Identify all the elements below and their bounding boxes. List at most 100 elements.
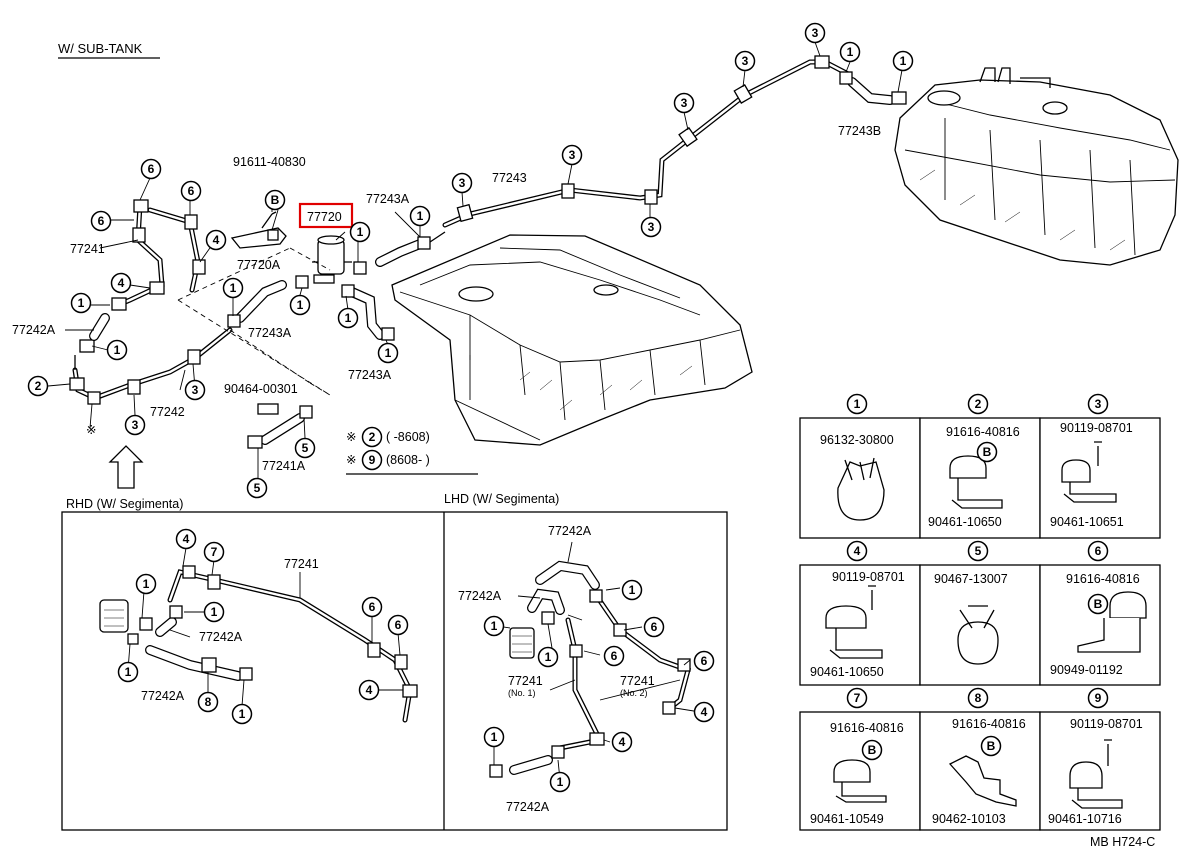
lhd-label-77242A-mid: 77242A bbox=[458, 589, 502, 603]
svg-text:4: 4 bbox=[118, 276, 125, 290]
note-2-asterisk: ※ bbox=[346, 430, 356, 444]
label-77242A: 77242A bbox=[12, 323, 56, 337]
svg-text:7: 7 bbox=[854, 691, 861, 705]
label-77243: 77243 bbox=[492, 171, 527, 185]
legend-indices: 1 2 3 4 5 6 7 8 9 B B B B bbox=[846, 393, 1109, 761]
svg-text:4: 4 bbox=[854, 544, 861, 558]
svg-text:6: 6 bbox=[188, 184, 195, 198]
callouts-rhd: 4 7 1 1 1 8 1 6 6 4 bbox=[117, 528, 409, 725]
svg-text:1: 1 bbox=[125, 665, 132, 679]
note-9-range: (8608- ) bbox=[386, 453, 430, 467]
svg-text:B: B bbox=[983, 445, 992, 459]
label-91611-40830: 91611-40830 bbox=[233, 155, 306, 169]
segimenta-panel bbox=[61, 511, 728, 831]
svg-text:1: 1 bbox=[900, 54, 907, 68]
svg-text:2: 2 bbox=[35, 379, 42, 393]
svg-text:1: 1 bbox=[78, 296, 85, 310]
svg-text:7: 7 bbox=[211, 545, 218, 559]
legend-part-numbers: 96132-30800 91616-40816 90461-10650 9011… bbox=[810, 421, 1143, 826]
svg-text:90119-08701: 90119-08701 bbox=[1070, 717, 1143, 731]
svg-text:1: 1 bbox=[545, 650, 552, 664]
svg-text:90119-08701: 90119-08701 bbox=[1060, 421, 1133, 435]
lhd-title: LHD (W/ Segimenta) bbox=[444, 492, 559, 506]
label-77720A: 77720A bbox=[237, 258, 281, 272]
lhd-label-no2: (No. 2) bbox=[620, 688, 648, 698]
svg-text:B: B bbox=[987, 739, 996, 753]
lhd-label-77241-no2: 77241 bbox=[620, 674, 655, 688]
svg-text:5: 5 bbox=[254, 481, 261, 495]
label-77241: 77241 bbox=[70, 242, 105, 256]
svg-text:3: 3 bbox=[192, 383, 199, 397]
svg-text:4: 4 bbox=[619, 735, 626, 749]
svg-text:2: 2 bbox=[369, 430, 376, 444]
label-77720: 77720 bbox=[307, 210, 342, 224]
svg-text:1: 1 bbox=[211, 605, 218, 619]
rhd-label-77241: 77241 bbox=[284, 557, 319, 571]
svg-text:3: 3 bbox=[459, 176, 466, 190]
label-77241A: 77241A bbox=[262, 459, 306, 473]
asterisk-mark: ※ bbox=[86, 423, 96, 437]
svg-text:4: 4 bbox=[366, 683, 373, 697]
svg-text:91616-40816: 91616-40816 bbox=[946, 425, 1020, 439]
svg-text:6: 6 bbox=[651, 620, 658, 634]
svg-text:90119-08701: 90119-08701 bbox=[832, 570, 905, 584]
direction-arrow bbox=[108, 445, 144, 489]
lhd-assembly bbox=[489, 541, 701, 781]
svg-text:2: 2 bbox=[975, 397, 982, 411]
lhd-label-no1: (No. 1) bbox=[508, 688, 536, 698]
rhd-assembly bbox=[99, 547, 418, 723]
svg-text:1: 1 bbox=[491, 619, 498, 633]
svg-text:3: 3 bbox=[681, 96, 688, 110]
svg-text:1: 1 bbox=[230, 281, 237, 295]
svg-text:96132-30800: 96132-30800 bbox=[820, 433, 894, 447]
label-90464-00301: 90464-00301 bbox=[224, 382, 298, 396]
svg-text:1: 1 bbox=[297, 298, 304, 312]
callouts-main: 6 6 6 4 4 1 1 2 3 3 B 1 1 1 1 1 1 3 3 3 … bbox=[27, 22, 914, 499]
lhd-label-77242A-bottom: 77242A bbox=[506, 800, 550, 814]
lhd-label-77242A-top: 77242A bbox=[548, 524, 592, 538]
pipe-77243 bbox=[442, 55, 853, 228]
svg-text:9: 9 bbox=[1095, 691, 1102, 705]
svg-text:3: 3 bbox=[569, 148, 576, 162]
svg-text:1: 1 bbox=[854, 397, 861, 411]
lhd-label-77241-no1: 77241 bbox=[508, 674, 543, 688]
svg-text:4: 4 bbox=[701, 705, 708, 719]
svg-text:B: B bbox=[1094, 597, 1103, 611]
svg-text:91616-40816: 91616-40816 bbox=[952, 717, 1026, 731]
note-9-asterisk: ※ bbox=[346, 453, 356, 467]
svg-text:3: 3 bbox=[812, 26, 819, 40]
svg-text:91616-40816: 91616-40816 bbox=[1066, 572, 1140, 586]
label-77242: 77242 bbox=[150, 405, 185, 419]
highlight-box bbox=[298, 202, 354, 229]
svg-text:4: 4 bbox=[183, 532, 190, 546]
label-77243A-bottom: 77243A bbox=[348, 368, 392, 382]
note-2-range: ( -8608) bbox=[386, 430, 430, 444]
svg-text:91616-40816: 91616-40816 bbox=[830, 721, 904, 735]
pipe-77241-77242 bbox=[69, 199, 233, 405]
svg-text:6: 6 bbox=[611, 649, 618, 663]
footer-code: MB H724-C bbox=[1090, 835, 1155, 849]
svg-text:1: 1 bbox=[357, 225, 364, 239]
fuel-filter-77720 bbox=[298, 202, 354, 284]
label-77243B: 77243B bbox=[838, 124, 881, 138]
svg-text:6: 6 bbox=[369, 600, 376, 614]
svg-text:6: 6 bbox=[148, 162, 155, 176]
sub-tank bbox=[894, 67, 1179, 266]
svg-text:1: 1 bbox=[847, 45, 854, 59]
svg-text:6: 6 bbox=[98, 214, 105, 228]
svg-text:1: 1 bbox=[417, 209, 424, 223]
svg-text:3: 3 bbox=[132, 418, 139, 432]
callouts-lhd: 1 1 1 6 6 6 4 4 1 1 bbox=[483, 579, 715, 793]
svg-text:1: 1 bbox=[629, 583, 636, 597]
rhd-title: RHD (W/ Segimenta) bbox=[66, 497, 183, 511]
svg-text:5: 5 bbox=[975, 544, 982, 558]
svg-text:90461-10650: 90461-10650 bbox=[810, 665, 884, 679]
svg-text:90461-10716: 90461-10716 bbox=[1048, 812, 1122, 826]
svg-text:90462-10103: 90462-10103 bbox=[932, 812, 1006, 826]
svg-text:1: 1 bbox=[345, 311, 352, 325]
svg-text:8: 8 bbox=[205, 695, 212, 709]
svg-text:1: 1 bbox=[143, 577, 150, 591]
svg-text:90461-10549: 90461-10549 bbox=[810, 812, 884, 826]
svg-text:6: 6 bbox=[395, 618, 402, 632]
